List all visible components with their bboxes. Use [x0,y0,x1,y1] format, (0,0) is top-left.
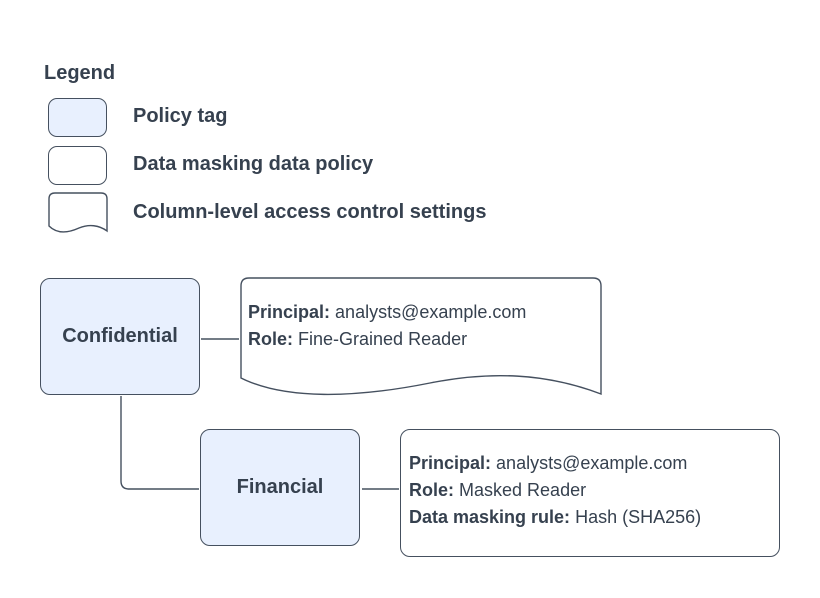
legend-item-policy-tag: Policy tag [133,105,228,127]
access-settings-text: Principal: analysts@example.com Role: Fi… [248,299,526,353]
node-confidential-label: Confidential [62,325,178,347]
masking-policy-line-principal: Principal: analysts@example.com [409,453,688,473]
legend-policy-tag-swatch [48,98,107,137]
node-financial: Financial [200,429,360,546]
connector-confidential-to-financial [120,396,199,490]
node-confidential: Confidential [40,278,200,395]
masking-policy-box [400,429,780,557]
node-financial-label: Financial [236,476,324,498]
legend-column-access-swatch [48,192,108,237]
access-settings-shape [240,277,602,403]
masking-policy-line-role: Role: Masked Reader [409,480,587,500]
access-settings-line-role: Role: Fine-Grained Reader [248,329,468,349]
legend-data-masking-swatch [48,146,107,185]
legend-item-data-masking-policy: Data masking data policy [133,153,374,175]
masking-policy-line-rule: Data masking rule: Hash (SHA256) [409,507,702,527]
masking-policy-text: Principal: analysts@example.com Role: Ma… [409,450,701,531]
access-settings-line-principal: Principal: analysts@example.com [248,302,527,322]
legend-title: Legend [44,62,116,84]
legend-item-column-access-settings: Column-level access control settings [133,201,487,223]
